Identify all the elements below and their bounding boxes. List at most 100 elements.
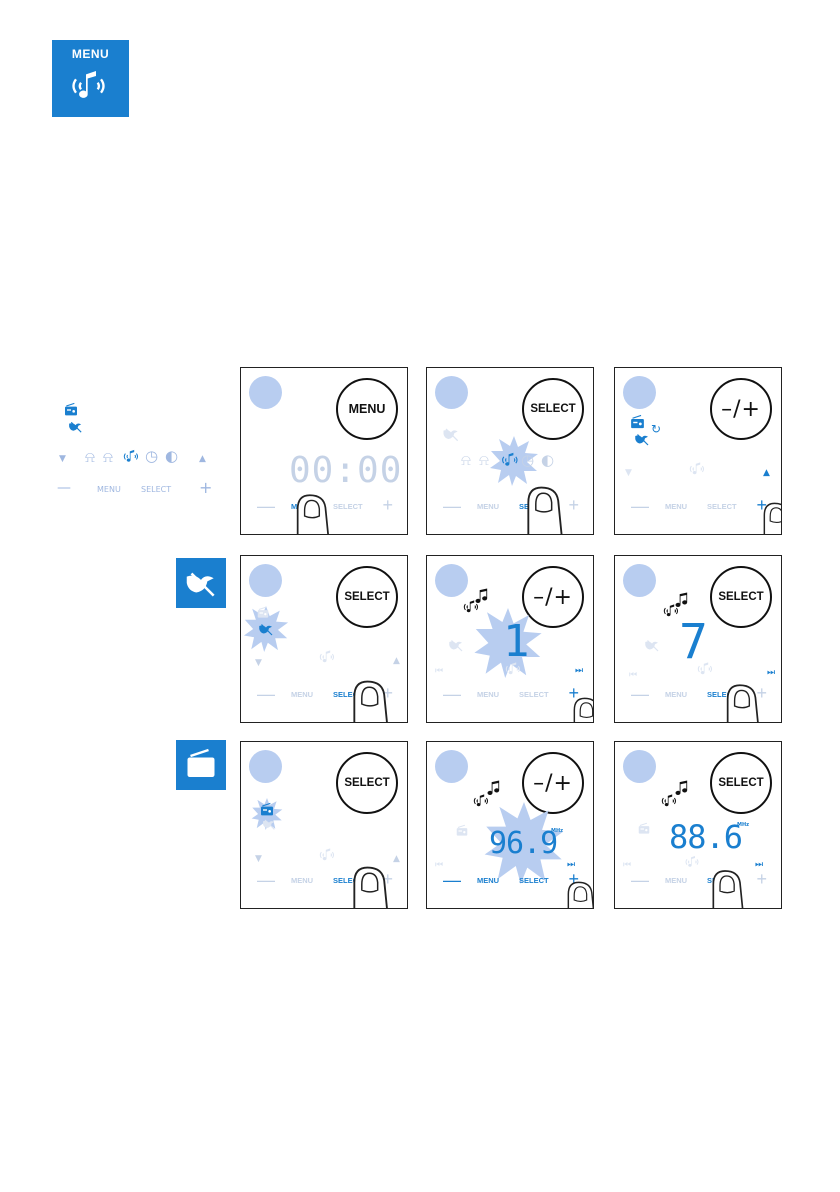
mhz-label: MHz [551, 828, 563, 834]
menu-tile: MENU [52, 40, 129, 117]
bird-icon [182, 564, 220, 602]
next-icon: ⏭ [575, 666, 583, 676]
down-arrow-icon: ▼ [59, 454, 66, 464]
select-button[interactable]: SELECT [522, 378, 584, 440]
bird-icon [441, 424, 461, 444]
menu-button[interactable]: MENU [336, 378, 398, 440]
step-panel-1: MENU 00:00 — MENU SELECT + [240, 367, 408, 535]
radio-icon [183, 747, 219, 783]
music-waves-icon [659, 792, 681, 810]
bird-icon [633, 430, 651, 448]
clock-icon: ◷ [521, 451, 534, 469]
minus-label: — [257, 496, 275, 517]
up-arrow-icon: ▲ [763, 468, 770, 478]
previous-icon: ⏮ [435, 666, 443, 676]
minus-label: — [257, 684, 275, 705]
frequency-display: 96.9 [489, 826, 557, 861]
music-waves-icon [683, 854, 703, 870]
menu-label: MENU [665, 876, 687, 885]
plus-label: + [756, 869, 767, 890]
indicator-row: ⍾ ⍾ ◷ ◐ [461, 451, 571, 471]
finger-pointer [289, 490, 341, 535]
step-panel-6: SELECT 7 ⏮ ⏭ — MENU SELECT + [614, 555, 782, 723]
bird-icon [261, 816, 277, 832]
select-label: SELECT [519, 876, 549, 885]
select-button[interactable]: SELECT [710, 566, 772, 628]
minus-label: — [631, 684, 649, 705]
previous-icon: ⏮ [623, 860, 631, 870]
minus-label: — [443, 870, 461, 891]
music-waves-icon [687, 460, 709, 478]
minus-label: — [257, 870, 275, 891]
frequency-display: 88.6 [669, 818, 742, 856]
step-panel-3: –/+ ↻ ▼ ▲ — MENU SELECT + [614, 367, 782, 535]
finger-pointer [561, 876, 594, 909]
select-label: SELECT [519, 690, 549, 699]
music-waves-icon [66, 66, 116, 106]
menu-label: MENU [665, 690, 687, 699]
music-waves-icon [499, 450, 523, 470]
alarm-1-icon: ⍾ [85, 448, 95, 466]
menu-label: MENU [291, 690, 313, 699]
radio-icon [455, 824, 469, 838]
menu-label: MENU [477, 876, 499, 885]
step-number-dot [249, 750, 282, 783]
finger-pointer [705, 866, 755, 909]
select-label: SELECT [707, 502, 737, 511]
bird-icon [67, 418, 84, 435]
step-number-dot [435, 376, 468, 409]
menu-tile-label: MENU [52, 47, 129, 61]
mhz-label: MHz [737, 822, 749, 828]
brightness-icon: ◐ [165, 447, 178, 465]
down-arrow-icon: ▼ [255, 658, 262, 668]
down-arrow-icon: ▼ [625, 468, 632, 478]
step-panel-9: SELECT 88.6 MHz ⏮ ⏭ — MENU SELECT + [614, 741, 782, 909]
minus-plus-button[interactable]: –/+ [710, 378, 772, 440]
finger-pointer [757, 496, 782, 535]
select-button[interactable]: SELECT [710, 752, 772, 814]
legend-select-label: SELECT [141, 485, 171, 494]
minus-plus-label: –/+ [533, 771, 573, 796]
bird-icon [257, 620, 275, 638]
step-panel-2: SELECT ⍾ ⍾ ◷ ◐ — MENU SELECT + [426, 367, 594, 535]
plus-label: + [382, 495, 393, 516]
legend-minus: — [57, 480, 71, 496]
alarm-2-icon: ⍾ [103, 448, 113, 466]
step-panel-4: SELECT ▼ ▲ — MENU SELECT + [240, 555, 408, 723]
radio-icon [637, 822, 651, 836]
select-button[interactable]: SELECT [336, 752, 398, 814]
step-panel-5: –/+ 1 ⏮ ⏭ — MENU SELECT + [426, 555, 594, 723]
step-panel-7: SELECT ▼ ▲ — MENU SELECT + [240, 741, 408, 909]
minus-label: — [631, 870, 649, 891]
previous-icon: ⏮ [629, 670, 637, 680]
alarm-1-icon: ⍾ [461, 451, 471, 469]
minus-plus-label: –/+ [533, 585, 573, 610]
minus-label: — [443, 496, 461, 517]
step-number-dot [249, 564, 282, 597]
alarm-2-icon: ⍾ [479, 451, 489, 469]
next-icon: ⏭ [767, 668, 775, 678]
minus-plus-label: –/+ [721, 397, 761, 422]
select-button[interactable]: SELECT [336, 566, 398, 628]
minus-label: — [443, 684, 461, 705]
brightness-icon: ◐ [541, 451, 554, 469]
legend-menu-label: MENU [97, 485, 121, 494]
cycle-arrow-icon: ↻ [651, 422, 661, 436]
radio-icon [629, 414, 646, 431]
up-arrow-icon: ▲ [393, 656, 400, 666]
step-number-dot [623, 376, 656, 409]
menu-label: MENU [665, 502, 687, 511]
up-arrow-icon: ▲ [199, 454, 206, 464]
clock-icon: ◷ [145, 447, 158, 465]
minus-label: — [631, 496, 649, 517]
finger-pointer [345, 862, 401, 909]
menu-label: MENU [477, 690, 499, 699]
finger-pointer [345, 676, 401, 723]
step-panel-8: –/+ 96.9 MHz ⏮ ⏭ — MENU SELECT + [426, 741, 594, 909]
music-waves-icon [317, 846, 339, 864]
menu-label: MENU [477, 502, 499, 511]
control-legend: ▼ ⍾ ⍾ ◷ ◐ ▲ — MENU SELECT + [55, 400, 215, 500]
finger-pointer [519, 482, 575, 535]
music-waves-icon [503, 660, 525, 678]
button-bar: — MENU SELECT + [615, 874, 781, 890]
